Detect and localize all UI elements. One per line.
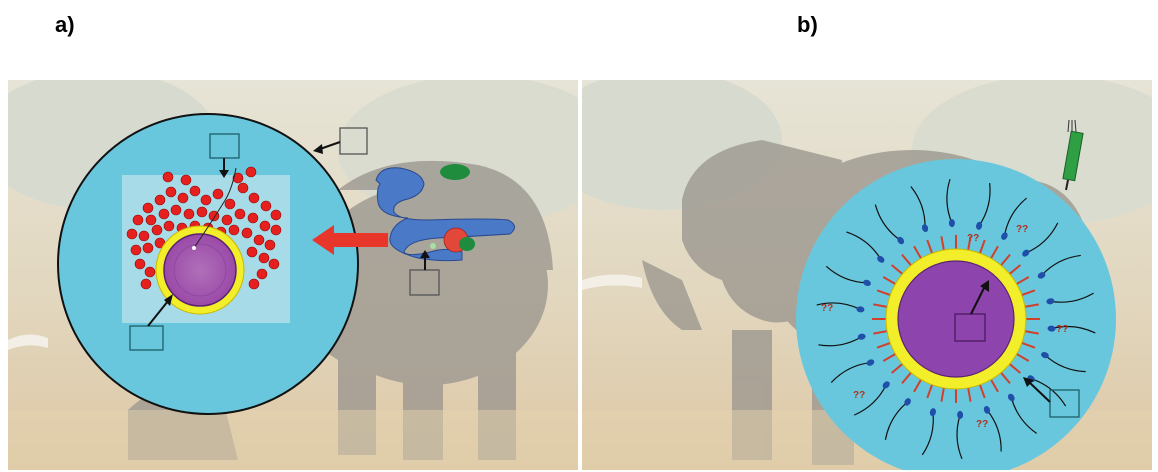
sperm-head [882,381,890,389]
big-red-arrow [312,225,388,255]
arrow-head-top [219,170,229,178]
sperm-head [1046,298,1055,305]
unknown-marker: ?? [1016,224,1028,235]
sperm-head [857,333,866,340]
sperm-head [1037,272,1046,279]
sperm-head [1001,232,1008,240]
label-box-bottom-left [129,325,164,351]
ovary-top [440,164,470,180]
sperm-head [904,398,911,406]
label-box-top-right [339,127,368,155]
label-box-bottom-right [1049,389,1080,418]
sperm-head [877,255,885,263]
arrow-head-tract [420,250,430,258]
sperm-head [1007,393,1015,402]
sperm-head [856,306,865,313]
unknown-marker: ?? [821,303,833,314]
ovary-bottom [459,237,475,251]
reproductive-tract [375,164,515,262]
tracking-collar-icon [1062,119,1084,191]
arrow-head-nucleus [980,280,989,292]
panel-b: ?? ?? ?? ?? ?? ?? [582,80,1152,470]
panel-a-label: a) [55,12,75,37]
sperm-head [948,219,955,228]
panel-b-label: b) [797,12,818,37]
sperm-head [983,405,991,414]
unknown-marker: ?? [853,390,865,401]
oocyte [155,225,245,315]
sperm-head [1022,249,1030,257]
unknown-marker: ?? [967,233,979,244]
sperm-head [863,279,871,287]
label-box-nucleus [954,313,986,342]
sperm-path [193,167,237,249]
sperm-head [976,221,983,230]
sperm-head [866,359,875,366]
sperm-head [929,408,936,417]
arrow-head-bottom-left [164,294,173,306]
arrow-head-top-right [313,144,323,154]
sperm-head [1041,351,1049,359]
oocyte [885,248,1027,390]
sperm-head [957,410,964,419]
sperm-head [921,224,929,233]
panel-a [8,80,578,470]
arrow-head-bottom-right [1023,377,1034,387]
sperm-head [1047,325,1056,332]
unknown-markers: ?? ?? ?? ?? ?? ?? [821,224,1068,430]
unknown-marker: ?? [976,419,988,430]
sperm-head [192,246,196,250]
unknown-marker: ?? [1056,324,1068,335]
sperm-layer [816,178,1096,460]
sperm-head [897,236,905,245]
